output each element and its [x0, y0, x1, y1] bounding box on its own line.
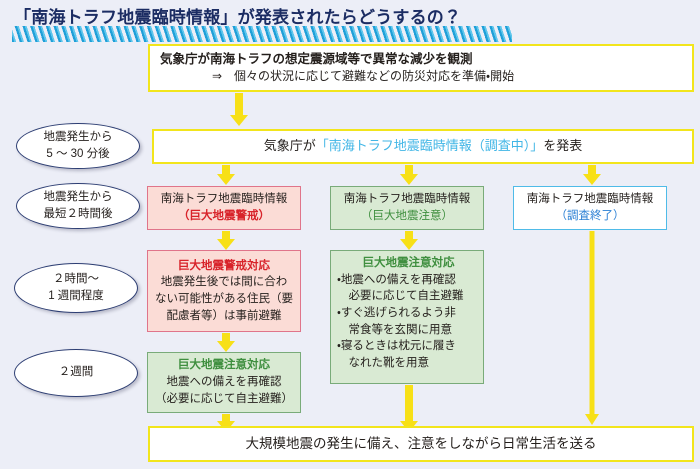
alert-info-line-1: 南海トラフ地震臨時情報: [160, 193, 288, 206]
arrow-announce-to-alert: [215, 165, 237, 187]
alert-action-line-3: 配慮者等）は事前避難: [166, 309, 282, 322]
header-observation-box: 気象庁が南海トラフの想定震源域等で異常な減少を観測 ⇒ 個々の状況に応じて避難な…: [148, 44, 694, 92]
info-box-mega-quake-alert: 南海トラフ地震臨時情報 （巨大地震警戒）: [147, 186, 301, 230]
followup-line-1: 地震への備えを再確認: [166, 376, 282, 389]
announcement-box: 気象庁が「南海トラフ地震臨時情報（調査中）」を発表: [152, 129, 694, 164]
announcement-highlight: 「南海トラフ地震臨時情報（調査中）」: [315, 138, 544, 154]
caution-bullet-2-line-1: ・すぐ逃げられるよう非: [337, 307, 456, 320]
arrow-caution-info-to-action: [398, 231, 420, 252]
followup-box-alert-caution-response: 巨大地震注意対応 地震への備えを再確認 （必要に応じて自主避難）: [147, 352, 301, 413]
timeline-ellipse-1: 地震発生から 5 ～ 30 分後: [16, 123, 140, 169]
followup-heading: 巨大地震注意対応: [178, 359, 270, 372]
title-underline-decoration: [12, 26, 512, 42]
alert-action-line-2: ない可能性がある住民（要: [155, 293, 293, 305]
followup-line-2: （必要に応じて自主避難）: [155, 392, 293, 405]
caution-info-line-1: 南海トラフ地震臨時情報: [343, 193, 471, 206]
caution-bullet-3-line-1: ・寝るときは枕元に履き: [337, 340, 456, 353]
caution-bullet-3-line-2: なれた靴を用意: [337, 357, 429, 370]
timeline-2-line-2: 最短２時間後: [43, 208, 113, 220]
caution-info-line-2: （巨大地震注意）: [361, 210, 453, 222]
timeline-ellipse-4: ２週間: [14, 349, 138, 397]
footer-summary-box: 大規模地震の発生に備え、注意をしながら日常生活を送る: [148, 426, 694, 462]
timeline-1-line-1: 地震発生から: [43, 130, 113, 143]
timeline-4-line-1: ２週間: [58, 366, 94, 379]
alert-action-line-1: 地震発生後では間に合わ: [160, 276, 288, 289]
footer-text: 大規模地震の発生に備え、注意をしながら日常生活を送る: [245, 436, 597, 452]
timeline-3-line-1: ２時間～: [53, 272, 99, 285]
info-box-mega-quake-caution: 南海トラフ地震臨時情報 （巨大地震注意）: [330, 186, 484, 230]
arrow-announce-to-caution: [398, 165, 420, 187]
action-box-caution-response: 巨大地震注意対応 ・地震への備えを再確認 必要に応じて自主避難 ・すぐ逃げられる…: [330, 250, 484, 384]
timeline-ellipse-3: ２時間～ 1 週間程度: [14, 263, 138, 313]
caution-bullet-1-line-2: 必要に応じて自主避難: [337, 290, 464, 303]
announcement-pre: 気象庁が: [263, 138, 316, 154]
info-box-investigation-complete: 南海トラフ地震臨時情報 （調査終了）: [513, 186, 667, 230]
header-line-1: 気象庁が南海トラフの想定震源域等で異常な減少を観測: [160, 52, 473, 67]
timeline-ellipse-2: 地震発生から 最短２時間後: [16, 183, 140, 229]
header-line-2: ⇒ 個々の状況に応じて避難などの防災対応を準備・開始: [212, 69, 515, 84]
end-info-line-1: 南海トラフ地震臨時情報: [526, 193, 654, 206]
arrow-alert-info-to-action: [215, 231, 237, 252]
announcement-post: を発表: [543, 138, 583, 154]
arrow-header-to-announce: [228, 93, 250, 126]
action-box-alert-response: 巨大地震警戒対応 地震発生後では間に合わ ない可能性がある住民（要 配慮者等）は…: [147, 250, 301, 332]
announcement-text: 気象庁が「南海トラフ地震臨時情報（調査中）」を発表: [264, 137, 583, 156]
arrow-alert-action-to-followup: [215, 333, 237, 354]
timeline-1-line-2: 5 ～ 30 分後: [46, 148, 110, 160]
alert-action-heading: 巨大地震警戒対応: [178, 259, 270, 272]
arrow-announce-to-end: [581, 165, 603, 187]
arrow-end-to-footer: [581, 231, 603, 429]
caution-bullet-1-line-1: ・地震への備えを再確認: [337, 273, 456, 286]
caution-action-heading: 巨大地震注意対応: [362, 257, 455, 269]
caution-bullet-2-line-2: 常食等を玄関に用意: [337, 323, 452, 336]
timeline-3-line-2: 1 週間程度: [48, 290, 104, 302]
timeline-2-line-1: 地震発生から: [43, 190, 113, 203]
alert-info-line-2: （巨大地震警戒）: [178, 210, 270, 222]
page-title: 「南海トラフ地震臨時情報」が発表されたらどうするの？: [14, 8, 462, 27]
end-info-line-2: （調査終了）: [555, 210, 625, 222]
